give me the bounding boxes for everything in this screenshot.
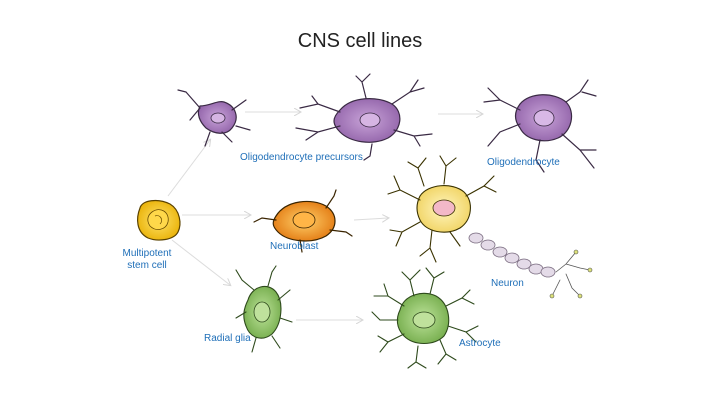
- stem-cell-illustration: [137, 199, 181, 241]
- arrow-neuroblast-to-neuron: [353, 218, 388, 220]
- astrocyte-illustration: [371, 267, 479, 369]
- arrow-stem-to-radial-glia: [171, 239, 230, 285]
- stem-cell-label: Multipotent stem cell: [116, 248, 178, 272]
- opc-large-illustration: [295, 73, 433, 161]
- opc-label: Oligodendrocyte precursors: [240, 152, 363, 163]
- astrocyte-label: Astrocyte: [459, 338, 501, 349]
- slide-title: CNS cell lines: [297, 30, 423, 52]
- radial-glia-label: Radial glia: [204, 333, 251, 344]
- neuron-label: Neuron: [491, 278, 524, 289]
- lineage-arrows: [167, 112, 482, 320]
- oligodendrocyte-illustration: [483, 79, 597, 173]
- neuroblast-illustration: [253, 189, 353, 253]
- oligodendrocyte-label: Oligodendrocyte: [487, 157, 560, 168]
- opc-small-illustration: [177, 89, 251, 147]
- neuron-illustration: [387, 155, 593, 299]
- arrow-stem-to-opc: [167, 140, 210, 197]
- radial-glia-illustration: [235, 265, 293, 353]
- neuroblast-label: Neuroblast: [270, 241, 319, 252]
- stem-cell-label-line1: Multipotent: [122, 248, 172, 259]
- stem-cell-label-line2: stem cell: [127, 260, 167, 271]
- neuron-axon: [468, 232, 556, 278]
